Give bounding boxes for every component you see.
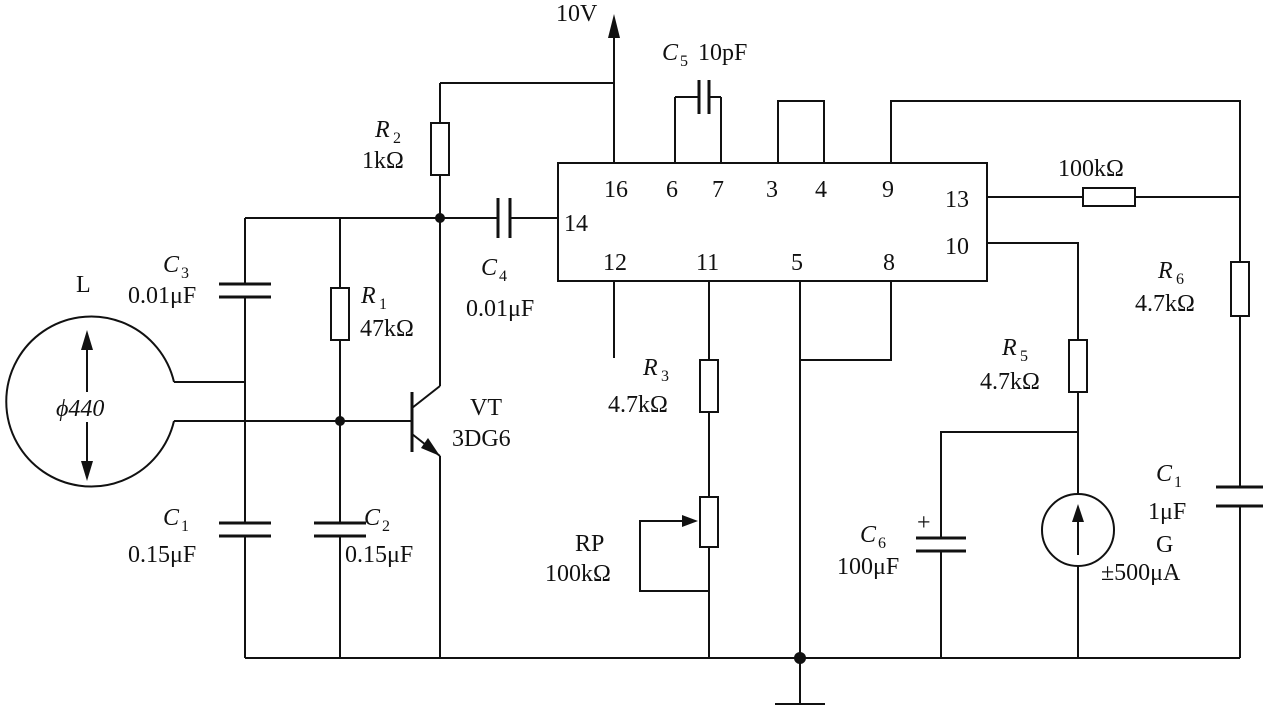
resistor-r1 [330,287,350,341]
pin-13: 13 [945,187,969,213]
c5-symbol: C [662,40,679,66]
pin-8: 8 [883,250,895,276]
pin-6: 6 [666,177,678,203]
c6-value: 100μF [837,554,899,580]
c3-value: 0.01μF [128,283,196,309]
r5-symbol: R [1001,335,1017,361]
pin-5: 5 [791,250,803,276]
c1r-value: 1μF [1148,499,1186,525]
meter-arrow-icon [1072,504,1084,522]
transistor-type: 3DG6 [452,426,511,452]
resistor-r2 [430,122,450,176]
wiper-arrow-icon [682,515,698,527]
pin-9: 9 [882,177,894,203]
c1r-symbol: C [1156,461,1173,487]
transistor-name: VT [470,395,502,421]
capacitors [219,80,1263,553]
resistor-r5 [1068,339,1088,393]
coil-name: L [76,272,91,298]
r1-value: 47kΩ [360,316,414,342]
junction-dot [794,652,806,664]
c2-sub: 2 [382,518,390,535]
rp-value: 100kΩ [545,561,611,587]
labels: 10V L ϕ440 C 5 10pF R 2 1kΩ C 3 0.01μF R… [56,1,1195,587]
down-arrow-icon [81,461,93,481]
pin-10: 10 [945,234,969,260]
pin-14: 14 [564,211,588,237]
pin-3: 3 [766,177,778,203]
resistor-r6 [1230,261,1250,317]
c3-sub: 3 [181,265,189,282]
r1-symbol: R [360,283,376,309]
r3-sub: 3 [661,368,669,385]
coil-l [5,315,175,488]
junctions [335,213,806,664]
pin-11: 11 [696,250,719,276]
supply-arrow-icon [608,14,620,38]
r3-symbol: R [642,355,658,381]
r3-value: 4.7kΩ [608,392,668,418]
r5-value: 4.7kΩ [980,369,1040,395]
resistor-r3 [699,359,719,413]
c2-value: 0.15μF [345,542,413,568]
up-arrow-icon [81,330,93,350]
c6-polarity: + [917,510,931,536]
c4-sub: 4 [499,268,507,285]
c1-sub: 1 [181,518,189,535]
coil-size: ϕ440 [56,396,104,422]
r2-symbol: R [374,117,390,143]
resistor-100k [1082,187,1136,207]
c5-sub: 5 [680,53,688,70]
r5-sub: 5 [1020,348,1028,365]
c4-symbol: C [481,255,498,281]
potentiometer-rp [699,496,719,548]
emitter-arrow-icon [421,438,440,456]
meter-range: ±500μA [1101,560,1181,586]
c4-value: 0.01μF [466,296,534,322]
r6-value: 4.7kΩ [1135,291,1195,317]
junction-dot [435,213,445,223]
wires [174,14,1241,705]
junction-dot [335,416,345,426]
rp-name: RP [575,531,604,557]
r2-value: 1kΩ [362,148,404,174]
r6-sub: 6 [1176,271,1184,288]
supply-label: 10V [556,1,598,27]
pin-4: 4 [815,177,827,203]
c6-sub: 6 [878,535,886,552]
pin-12: 12 [603,250,627,276]
meter-name: G [1156,532,1173,558]
c1-symbol: C [163,505,180,531]
c3-symbol: C [163,252,180,278]
r6-symbol: R [1157,258,1173,284]
meter-g [1041,493,1115,567]
c6-symbol: C [860,522,877,548]
r1-sub: 1 [379,296,387,313]
resistors [330,122,1250,548]
c1-value: 0.15μF [128,542,196,568]
ic-chip: 16 6 7 3 4 9 13 14 10 12 11 5 8 [557,162,988,282]
pin-7: 7 [712,177,724,203]
c1r-sub: 1 [1174,474,1182,491]
r2-sub: 2 [393,130,401,147]
c2-symbol: C [364,505,381,531]
pin-16: 16 [604,177,628,203]
c5-value: 10pF [698,40,747,66]
r13-value: 100kΩ [1058,156,1124,182]
